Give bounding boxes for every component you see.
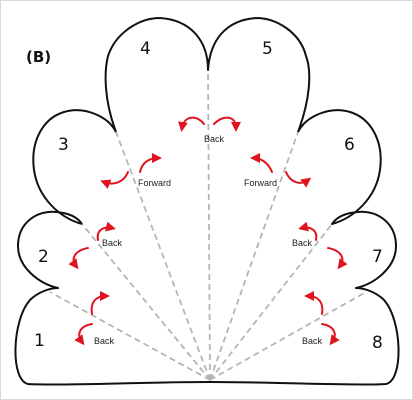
arrow-center-left	[178, 116, 205, 132]
fold-line-1	[49, 291, 211, 381]
fold-line-5	[209, 131, 299, 381]
petal-number-5: 5	[262, 39, 273, 59]
petal-number-1: 1	[34, 331, 45, 351]
label-center-back: Back	[204, 134, 225, 144]
label-left-back-lower: Back	[94, 336, 115, 346]
arrow-center-right	[213, 116, 241, 132]
fold-line-6	[209, 223, 333, 381]
panel-label: (B)	[26, 48, 51, 66]
arrow-left-forward-lower	[100, 171, 129, 189]
arrow-right-back-upper-b	[327, 247, 348, 270]
arrow-left-back-lower-a	[90, 291, 110, 315]
fold-lines	[49, 71, 367, 381]
label-right-forward: Forward	[244, 178, 277, 188]
fold-line-7	[209, 291, 367, 381]
fold-line-4	[207, 71, 211, 381]
arrow-left-back-lower-b	[74, 323, 93, 346]
label-right-back-upper: Back	[292, 238, 313, 248]
fold-arrows	[68, 116, 348, 346]
petal-number-7: 7	[372, 247, 383, 267]
fold-line-2	[81, 223, 211, 381]
arrow-left-back-upper-b	[68, 247, 89, 270]
label-left-back-upper: Back	[102, 238, 123, 248]
petal-number-2: 2	[38, 247, 49, 267]
arrow-left-forward-upper	[139, 153, 162, 173]
petal-number-4: 4	[140, 39, 151, 59]
petal-number-8: 8	[372, 333, 383, 353]
arrow-right-back-upper-a	[298, 221, 318, 241]
label-left-forward: Forward	[138, 178, 171, 188]
fan-outline	[14, 17, 400, 386]
arrow-left-back-upper-a	[96, 221, 116, 241]
arrow-right-forward-lower	[285, 171, 312, 188]
petal-number-6: 6	[344, 135, 355, 155]
arrow-right-forward-upper	[250, 153, 273, 173]
petal-number-3: 3	[58, 135, 69, 155]
arrow-right-back-lower-a	[304, 291, 324, 315]
fold-line-3	[115, 131, 211, 381]
arrow-right-back-lower-b	[321, 323, 340, 346]
label-right-back-lower: Back	[302, 336, 323, 346]
